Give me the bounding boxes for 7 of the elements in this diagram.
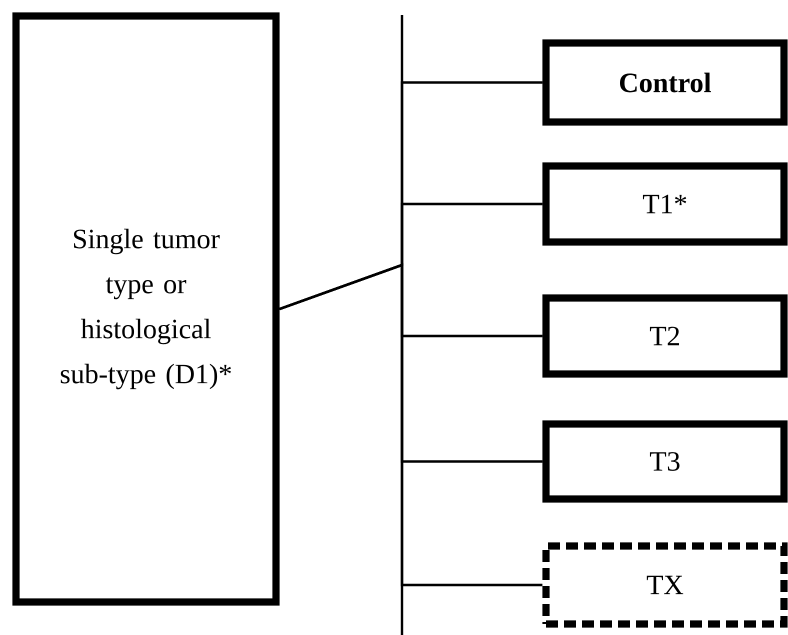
control-box: Control: [542, 39, 788, 126]
treatment-box: T3: [542, 420, 788, 503]
group-box: Single tumor type or histological sub-type (D1)*: [12, 12, 280, 606]
treatment-box: T1*: [542, 162, 788, 246]
treatment-box: TX: [542, 542, 788, 628]
treatment-box: T2: [542, 294, 788, 378]
connector-line: [279, 263, 542, 586]
